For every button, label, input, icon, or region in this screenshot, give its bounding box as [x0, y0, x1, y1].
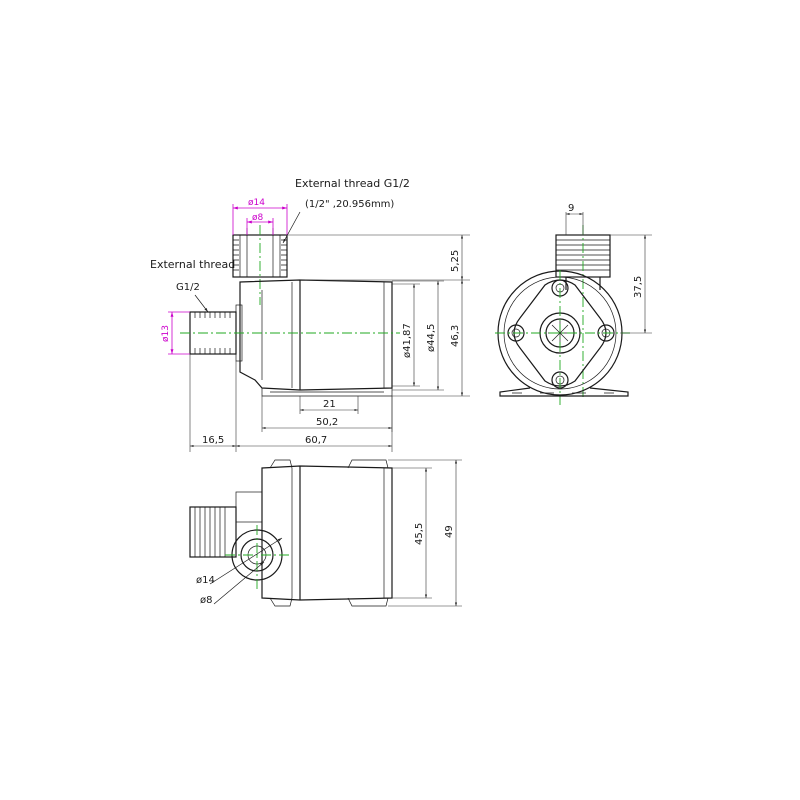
dim-d8-top-label: ø8 [252, 213, 264, 223]
dim-9: 9 [565, 203, 584, 235]
label-external-thread-g12: External thread G1/2 [295, 177, 410, 190]
dim-60-7: 60,7 [236, 396, 393, 452]
dim-d14-top: ø14 [232, 198, 288, 235]
dim-37-5: 37,5 [610, 234, 652, 334]
dim-45-5-label: 45,5 [414, 523, 425, 545]
top-left-pipe [189, 491, 263, 558]
dim-21: 21 [299, 396, 359, 414]
leader-d8-bottom [213, 561, 265, 605]
dim-16-5-label: 16,5 [202, 435, 224, 446]
dim-46-3-label: 46,3 [450, 325, 461, 347]
dim-49-label: 49 [444, 525, 455, 538]
leader-top-thread [282, 211, 301, 244]
pump-body [239, 279, 393, 397]
dim-37-5-label: 37,5 [633, 276, 644, 298]
label-external-thread: External thread [150, 258, 235, 271]
dim-44-5: ø44,5 [392, 280, 444, 391]
dim-50-2-label: 50,2 [316, 417, 338, 428]
top-tabs-upper [269, 459, 389, 469]
dim-d14-top-label: ø14 [248, 198, 265, 208]
dim-d13: ø13 [161, 311, 190, 355]
dim-d8-top: ø8 [246, 213, 274, 235]
top-body [261, 465, 393, 601]
label-thread-spec: (1/2" ,20.956mm) [305, 199, 394, 210]
dim-21-label: 21 [323, 399, 336, 410]
top-tabs-lower [269, 597, 389, 607]
dim-16-5: 16,5 [189, 354, 237, 452]
dim-46-3: 46,3 [392, 280, 470, 397]
front-cover-lobes [513, 279, 607, 387]
dim-49: 49 [388, 459, 462, 607]
dim-5-25-label: 5,25 [450, 250, 461, 272]
dim-60-7-label: 60,7 [305, 435, 327, 446]
dim-d8-bottom-label: ø8 [200, 595, 212, 606]
top-view: ø14 ø8 45,5 49 [189, 459, 462, 607]
dim-d14-bottom-label: ø14 [196, 575, 215, 586]
dim-d13-label: ø13 [161, 325, 171, 342]
dim-44-5-label: ø44,5 [426, 324, 437, 352]
side-view: ø14 ø8 ø13 External thread G1/2 (1/2" ,2… [150, 177, 470, 452]
front-base [499, 387, 629, 397]
leader-d14-bottom [209, 537, 283, 585]
dim-41-87: ø41,87 [392, 283, 420, 387]
dim-41-87-label: ø41,87 [402, 323, 413, 358]
label-g12: G1/2 [176, 282, 200, 293]
front-view: 9 37,5 [495, 203, 652, 405]
leader-left-thread [194, 294, 209, 313]
dim-5-25: 5,25 [287, 234, 470, 281]
dim-45-5: 45,5 [392, 467, 432, 599]
dim-9-label: 9 [568, 203, 574, 214]
